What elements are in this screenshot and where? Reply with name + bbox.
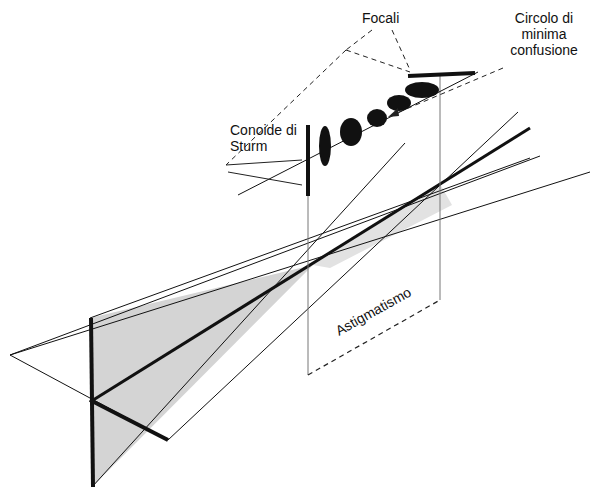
focal-guide [440,76,441,300]
horizontal-object-line [90,400,168,440]
leader-line [226,160,302,165]
leader-line [346,30,372,50]
vertical-plane [90,265,313,487]
conoid-label: Conoide di Sturm [230,122,302,154]
second-focal-line [408,73,475,76]
astigmatism-label: Astigmatismo [330,282,417,340]
focal-label: Focali [362,10,399,26]
leader-line [346,50,410,72]
least-confusion-circle [367,109,387,127]
focal-guide [308,125,309,375]
leader-line [226,50,346,165]
first-focal-line [306,125,310,196]
ray [10,172,590,355]
blur-ellipse [405,82,439,98]
arrowhead [388,108,399,117]
blur-ellipse [340,118,362,146]
leader-line [228,172,302,185]
least-confusion-label: Circolo di minima confusione [500,10,588,58]
blur-ellipse [319,126,331,166]
leader-line [392,68,503,115]
leader-line [392,30,410,70]
